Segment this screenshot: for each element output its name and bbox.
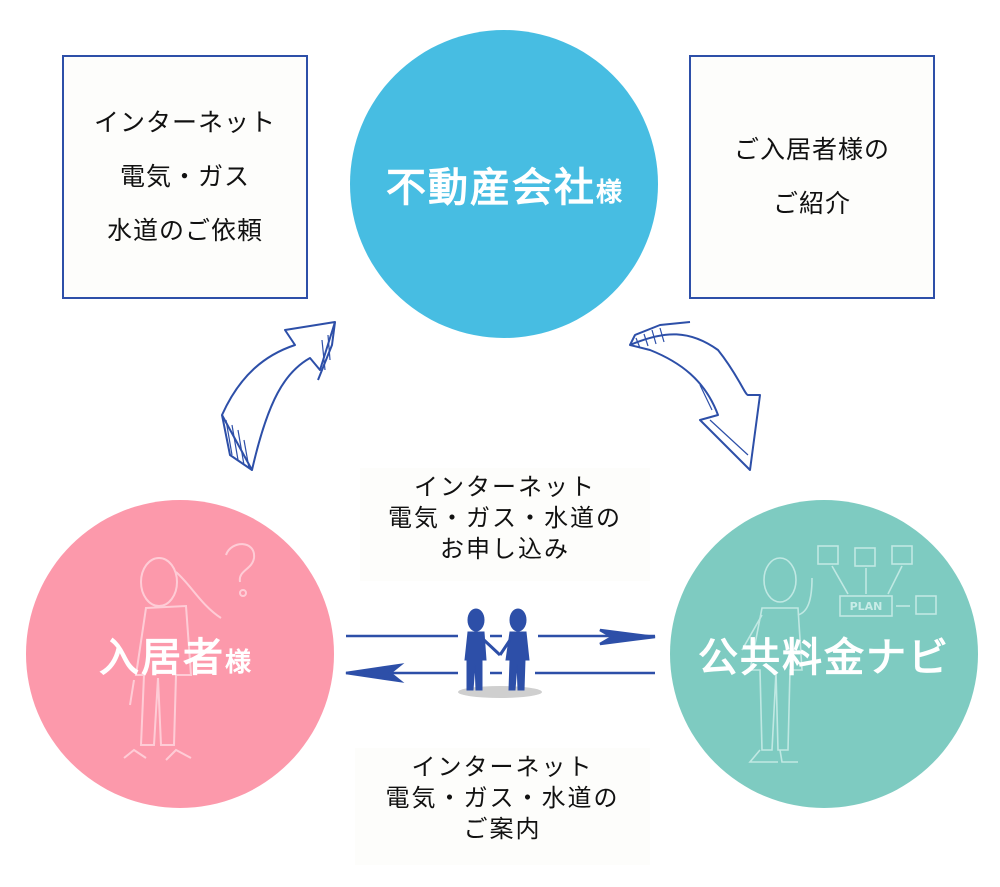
- real-estate-name: 不動産会社: [385, 165, 596, 211]
- arrow-up-left-icon: [221, 321, 336, 471]
- guidance-line-1: インターネット: [411, 753, 594, 781]
- arrow-right-icon: [599, 628, 656, 646]
- resident-name: 入居者: [98, 635, 225, 681]
- guidance-line-2: 電気・ガス・水道の: [385, 784, 620, 812]
- resident-label: 入居者様: [99, 625, 251, 683]
- referral-box: ご入居者様の ご紹介: [689, 55, 935, 299]
- application-line-2: 電気・ガス・水道の: [388, 504, 622, 532]
- real-estate-honorific: 様: [595, 178, 622, 208]
- request-line-2: 電気・ガス: [119, 162, 250, 191]
- real-estate-node: 不動産会社様: [350, 30, 658, 338]
- request-line-3: 水道のご依頼: [106, 216, 263, 245]
- plan-label: PLAN: [850, 600, 883, 613]
- resident-node: 入居者様: [26, 500, 334, 808]
- confused-person-icon: [123, 543, 256, 761]
- referral-line-2: ご紹介: [772, 189, 851, 218]
- handshake-people-icon: [464, 608, 530, 691]
- referral-line-1: ご入居者様の: [733, 135, 890, 164]
- application-line-3: お申し込み: [440, 535, 570, 563]
- presenter-plan-icon: PLAN: [741, 545, 937, 763]
- navi-label: 公共料金ナビ: [698, 625, 950, 683]
- arrow-down-right-icon: [629, 321, 761, 471]
- application-flow-label: インターネット 電気・ガス・水道の お申し込み: [360, 468, 650, 581]
- utility-navi-node: PLAN 公共料金ナビ: [670, 500, 978, 808]
- arrow-left-icon: [345, 663, 405, 683]
- request-box: インターネット 電気・ガス 水道のご依頼: [62, 55, 308, 299]
- resident-honorific: 様: [224, 648, 251, 678]
- guidance-line-3: ご案内: [463, 815, 542, 843]
- navi-name: 公共料金ナビ: [698, 635, 950, 681]
- request-line-1: インターネット: [93, 108, 276, 137]
- guidance-flow-label: インターネット 電気・ガス・水道の ご案内: [355, 748, 650, 865]
- real-estate-label: 不動産会社様: [386, 155, 622, 213]
- application-line-1: インターネット: [414, 473, 596, 501]
